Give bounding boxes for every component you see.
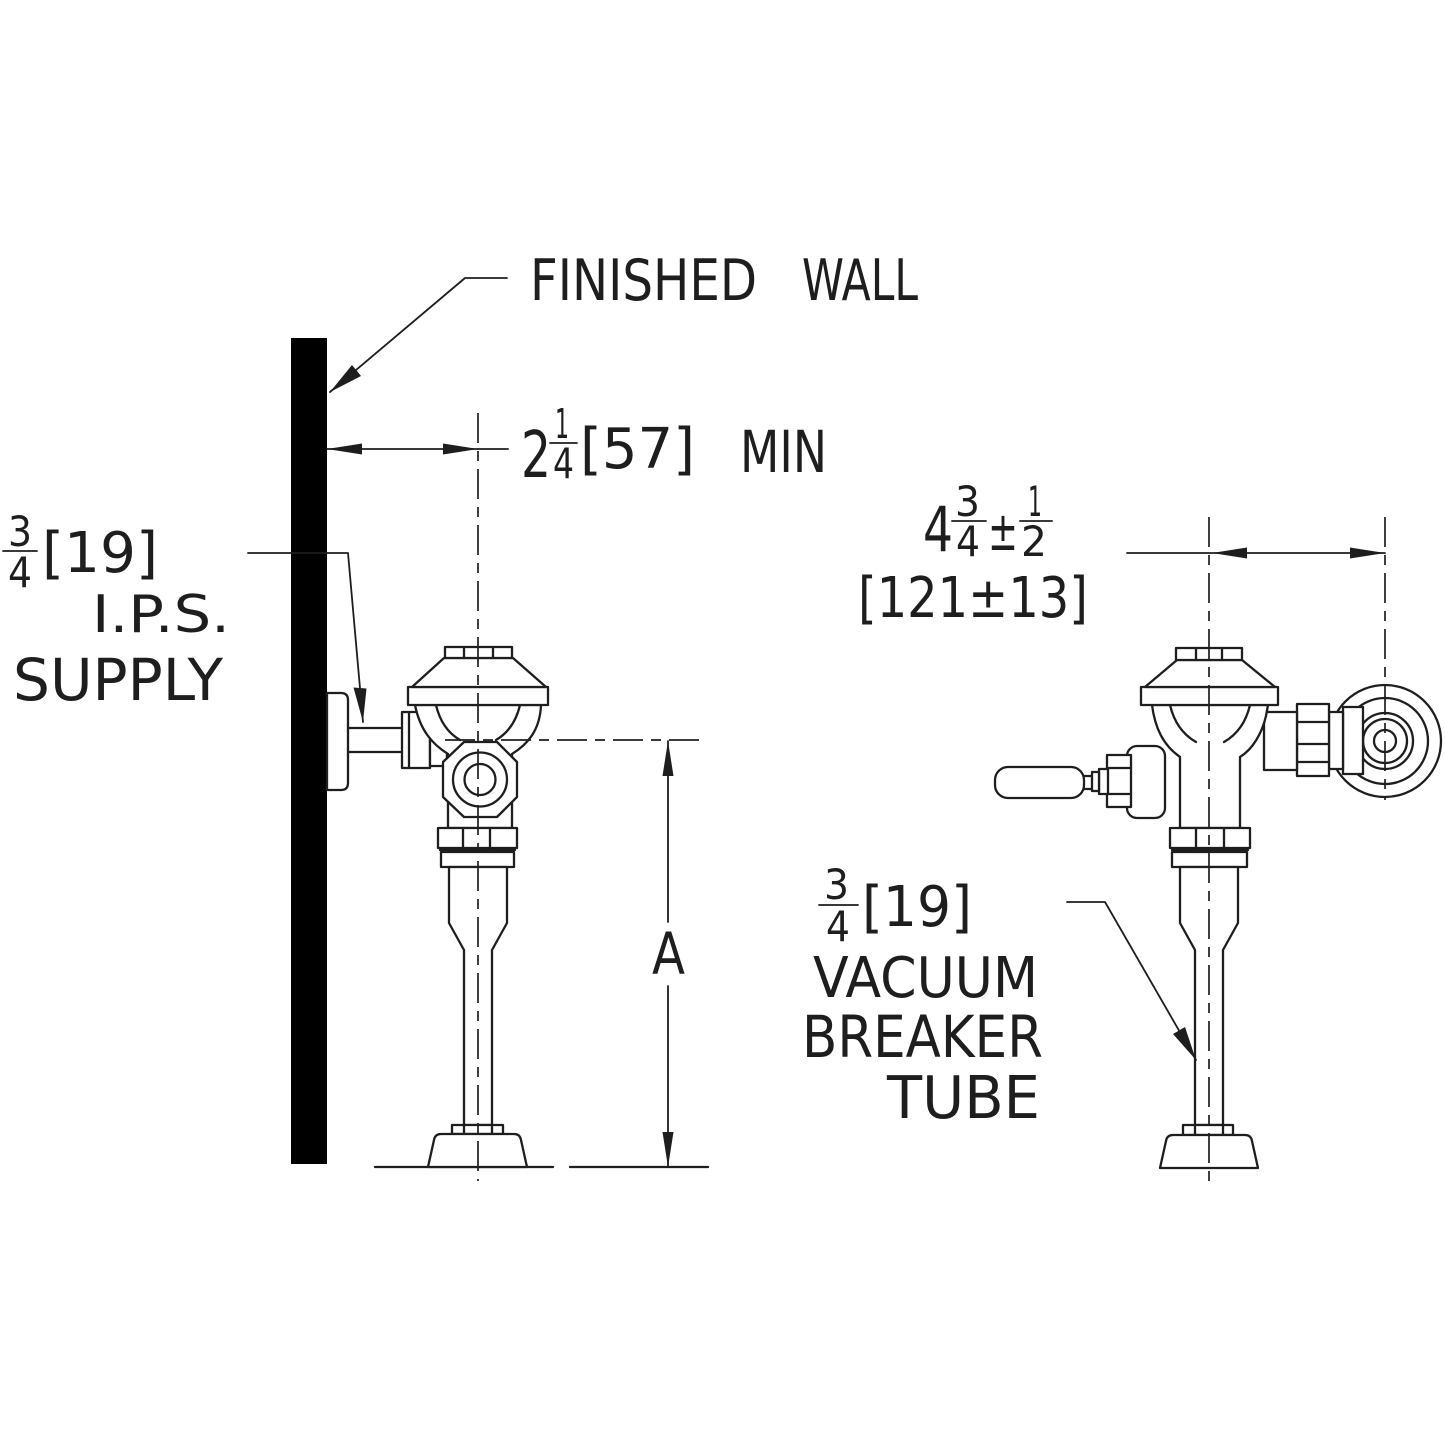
vb-frac-den: 4 [826,902,850,951]
bonnet-dome [410,656,548,689]
centerlines [445,413,1386,1181]
finished-wall-leader [329,277,508,393]
dim-arrow-up [662,741,674,776]
leader-arrow [1173,1027,1196,1060]
vb-tube: TUBE [886,1063,1040,1132]
inlet-offset-dimension [1126,547,1386,559]
dim-a-label: A [652,920,685,988]
vacuum-breaker-leader [1066,901,1197,1061]
supply-leader [247,552,367,723]
offset-den: 4 [956,517,980,566]
finished-wall-label-2: WALL [802,248,918,314]
supply-pipe [346,726,404,754]
offset-tol-num: 1 [1028,477,1042,526]
vb-frac-num: 3 [824,860,849,909]
outlet-coupling-nut [1168,826,1252,869]
vb-breaker: BREAKER [802,1003,1043,1071]
dimensions [247,277,1386,1168]
wall-dim-den: 4 [553,439,574,488]
dim-arrow-right [1350,547,1385,559]
supply-supply: SUPPLY [13,646,224,714]
offset-pm: ± [988,500,1018,563]
finished-wall-label: FINISHED [530,248,757,314]
inlet-plate [1341,705,1365,776]
supply-frac-num: 3 [8,507,32,556]
supply-bracket: [19] [42,521,158,586]
side-view-flush-valve [325,645,550,1169]
inlet-offset-dim-text: 4 3 4 ± 1 2 [121±13] [858,477,1088,631]
dim-arrow-left [327,443,362,455]
supply-frac-den: 4 [8,548,32,597]
leader-arrow [353,687,367,722]
handle-nut [1105,753,1133,809]
inlet-pipe [1327,710,1345,771]
inlet-coupling-nut [1295,702,1331,778]
valve-body [1150,703,1270,830]
dim-arrow-right [443,443,478,455]
wall-dim-whole: 2 [521,419,551,493]
wall-dim-num: 1 [555,400,569,448]
offset-bracket: [121±13] [858,566,1088,631]
dimension-a [662,740,674,1168]
wall-offset-dim-text: 2 1 4 [57] MIN [521,400,827,493]
handle-grip [993,765,1086,800]
supply-label: 3 4 [19] I.P.S. SUPPLY [2,507,230,714]
wall-offset-dimension [326,443,509,455]
inlet-arm [1262,710,1299,772]
wall-flange [325,691,350,792]
vb-vacuum: VACUUM [813,946,1038,1011]
handle-ring-outer [1097,767,1110,796]
handle-boss [1125,744,1167,820]
handle-ring-inner [1090,770,1101,793]
vacuum-breaker-label: 3 4 [19] VACUUM BREAKER TUBE [802,860,1043,1132]
leader-arrow [330,365,361,392]
handle-coupling-hole [463,762,497,797]
offset-whole: 4 [923,493,953,566]
front-view-flush-valve [993,646,1443,1170]
vb-bracket: [19] [862,875,972,940]
supply-ips: I.P.S. [92,585,230,645]
annotations: FINISHED WALL 3 4 [19] I.P.S. SUPPLY 2 1… [2,248,1088,1132]
offset-num: 3 [955,477,980,526]
wall-dim-bracket: [57] [580,417,695,482]
offset-tol-den: 2 [1021,517,1047,566]
bonnet-dome [1143,658,1277,689]
dim-arrow-left [1212,547,1247,559]
finished-wall-section [291,338,327,1164]
dim-arrow-down [662,1132,674,1167]
wall-dim-min: MIN [740,418,827,486]
